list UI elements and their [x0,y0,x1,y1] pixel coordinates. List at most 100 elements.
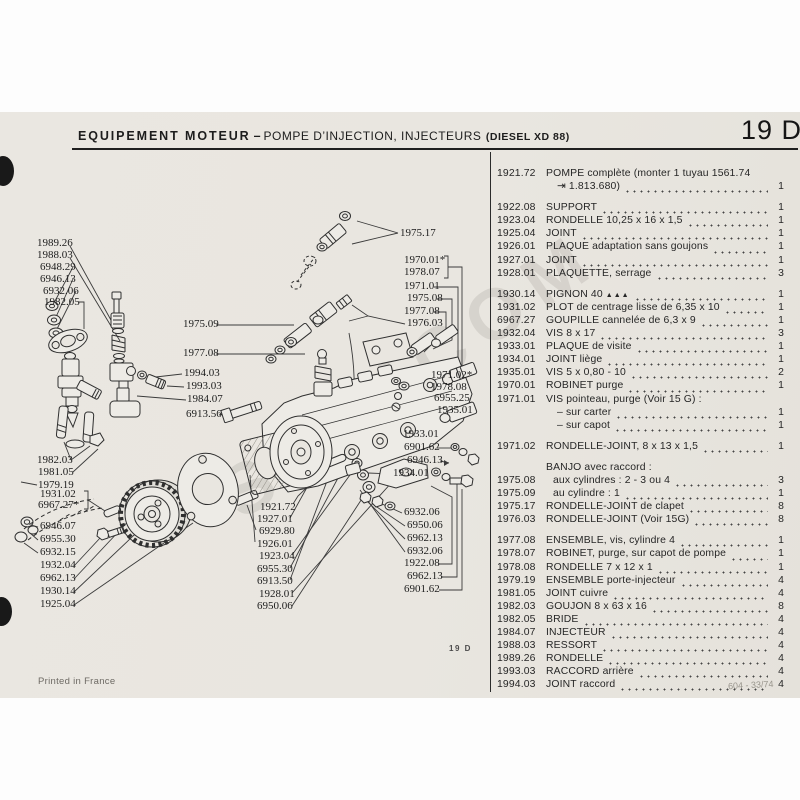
header-title: POMPE D’INJECTION, INJECTEURS [263,129,482,143]
part-ref: 1978.08 [497,561,536,573]
part-label: 1978.07 [404,266,440,278]
part-qty: 1 [778,380,784,392]
part-qty: 8 [778,501,784,513]
part-qty: 1 [778,406,784,418]
part-label: 6955.25 [434,392,470,404]
part-qty: 4 [778,627,784,638]
part-desc: GOUJON 8 x 63 x 16 [546,600,647,612]
part-label: 1975.17 [400,227,436,239]
header-section: EQUIPEMENT MOTEUR [78,129,251,143]
part-ref: 1981.05 [497,587,536,599]
part-ref: 1975.17 [497,501,536,513]
part-ref: 1978.07 [497,548,536,560]
dot-leader [712,243,768,254]
column-divider [490,152,492,692]
part-desc: POMPE complète (monter 1 tuyau 1561.74 [546,168,751,179]
part-label: 1971.01 [404,280,440,292]
part-desc: RONDELLE 7 x 12 x 1 [546,561,653,573]
part-ref: 1975.09 [497,488,536,500]
part-qty: 1 [778,419,784,431]
part-label: 6932.15 [40,546,76,558]
figure-code: 19 D [449,644,472,653]
part-ref: 1922.08 [497,202,536,214]
parts-group: 1977.08 ENSEMBLE, vis, cylindre 4 1 1978.0… [497,534,784,692]
part-label: 6901.62 [404,441,440,453]
dot-leader [601,204,768,215]
dot-leader [614,421,768,432]
dot-leader [601,642,768,653]
part-label: 1979.19 [38,479,74,491]
part-ref: 1982.05 [497,613,536,625]
page-header: EQUIPEMENT MOTEUR–POMPE D’INJECTION, INJ… [78,127,570,145]
part-ref: 1993.03 [497,666,536,678]
part-qty: 1 [778,548,784,560]
part-desc: GOUPILLE cannelée de 6,3 x 9 [546,314,696,326]
dot-leader [582,616,768,626]
page-code: 19 D [741,115,800,145]
part-desc: RONDELLE-JOINT de clapet [546,501,684,513]
part-desc: ENSEMBLE, vis, cylindre 4 [546,535,676,547]
parts-list: 1921.72 POMPE complète (monter 1 tuyau 15… [497,167,784,699]
part-desc: PIGNON 40 [546,288,603,300]
part-label: 1975.09 [183,318,219,330]
part-ref: 1971.02 [497,440,536,452]
dot-leader [606,356,768,367]
part-qty: 1 [778,181,784,193]
dot-leader [723,303,768,314]
part-label: 1970.01* [404,254,446,266]
part-label: 6955.30 [40,533,76,545]
part-label: 1994.03 [184,367,220,379]
part-ref: 1977.08 [497,535,536,547]
part-desc: BRIDE [546,613,579,625]
parts-group: 1921.72 POMPE complète (monter 1 tuyau 15… [497,167,784,194]
part-qty: 1 [778,341,784,353]
part-ref: 1982.03 [497,600,536,612]
part-label: 1993.03 [186,380,222,392]
part-qty: 1 [778,288,784,300]
part-ref: 1975.08 [497,474,536,486]
dot-leader [624,183,768,194]
part-desc: aux cylindres : 2 - 3 ou 4 [553,474,671,486]
part-qty: 8 [778,514,784,526]
dot-leader [656,563,768,574]
part-label: 6962.13 [40,572,76,584]
part-ref: 1927.01 [497,254,536,266]
part-desc: VIS 8 x 17 [546,328,596,340]
part-desc: ROBINET, purge, sur capot de pompe [546,548,727,560]
part-label: 1922.08 [404,557,440,569]
dot-leader [650,602,768,613]
parts-row: 1978.07 ROBINET, purge, sur capot de pomp… [497,547,784,561]
part-desc: RONDELLE 10,25 x 16 x 1,5 [546,215,683,227]
dot-leader [702,442,768,453]
part-desc: JOINT [546,254,577,266]
part-label: 6950.06 [257,600,293,612]
part-qty: 3 [778,328,784,340]
part-desc: VIS 5 x 0,80 - 10 [546,367,626,379]
part-ref: 1970.01 [497,380,536,392]
part-qty: 1 [778,202,784,214]
part-qty: 1 [778,314,784,326]
part-desc: PLAQUETTE, serrage [546,267,652,279]
part-label: 1981.05 [38,466,74,478]
part-desc: JOINT [546,228,577,240]
part-ref: 1925.04 [497,228,536,240]
dot-leader [635,343,768,354]
part-label: 1925.04 [40,598,76,610]
part-ref: 1921.72 [497,168,536,179]
